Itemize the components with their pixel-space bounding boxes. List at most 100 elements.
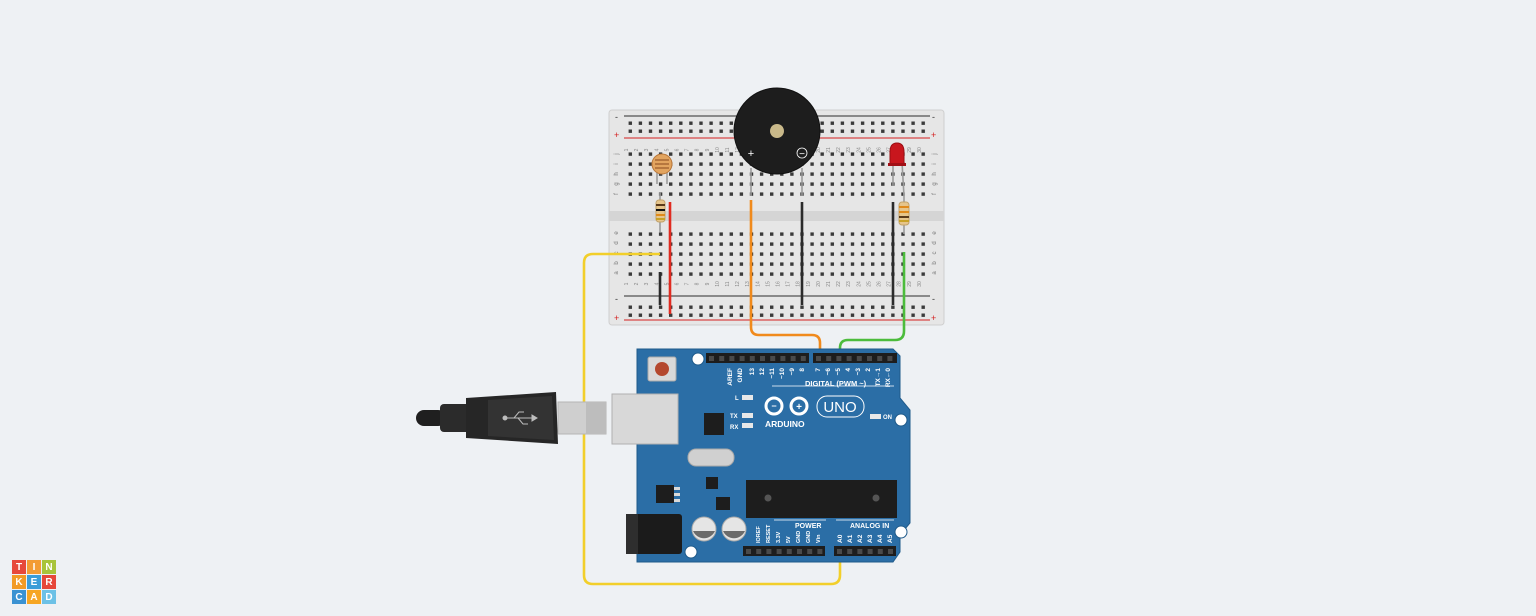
row-letter: j	[614, 153, 620, 155]
wires[interactable]	[582, 200, 906, 586]
column-number: 14	[755, 281, 761, 287]
column-number: 3	[644, 282, 650, 285]
column-number: 20	[816, 147, 822, 153]
digital-header[interactable]	[706, 353, 897, 363]
header-pin[interactable]	[836, 356, 842, 361]
column-number: 10	[715, 281, 721, 287]
header-pin[interactable]	[760, 356, 765, 361]
column-number: 8	[695, 148, 701, 151]
bottom-terminal-strip[interactable]	[624, 228, 929, 281]
row-letter: d	[614, 241, 620, 244]
header-pin[interactable]	[786, 549, 792, 554]
column-number: 11	[725, 281, 731, 286]
header-pin[interactable]	[797, 549, 802, 554]
svg-text:−: −	[771, 401, 776, 411]
header-pin[interactable]	[857, 549, 863, 554]
digital-pin-label: ~10	[779, 368, 786, 379]
column-number: 30	[917, 147, 923, 153]
header-pin[interactable]	[856, 356, 862, 361]
row-letter: e	[932, 231, 938, 235]
column-number: 27	[887, 281, 893, 287]
row-letter: j	[932, 153, 938, 155]
header-pin[interactable]	[867, 356, 872, 361]
digital-pin-label: AREF	[727, 368, 734, 386]
header-pin[interactable]	[826, 356, 832, 361]
led-l-label: L	[735, 396, 739, 402]
analog-header[interactable]	[834, 546, 896, 556]
header-pin[interactable]	[800, 356, 806, 361]
header-pin[interactable]	[877, 356, 883, 361]
header-pin[interactable]	[807, 549, 813, 554]
column-number: 22	[836, 147, 842, 153]
column-number: 23	[846, 147, 852, 153]
resistor-led[interactable]	[898, 196, 910, 234]
logo-letter: K	[12, 575, 26, 589]
column-number: 12	[735, 281, 741, 287]
logo-letter: T	[12, 560, 26, 574]
wire-orange-pin7[interactable]	[749, 200, 822, 356]
column-number: 5	[664, 282, 670, 285]
column-number: 19	[806, 281, 812, 287]
column-number: 21	[826, 281, 832, 287]
digital-pin-label: ~3	[855, 368, 862, 376]
row-letter: a	[932, 271, 938, 275]
digital-pin-label: 7	[815, 368, 822, 372]
piezo-buzzer[interactable]: + −	[733, 87, 821, 196]
red-led[interactable]	[888, 142, 906, 197]
row-letter: i	[614, 163, 620, 164]
header-pin[interactable]	[709, 356, 714, 361]
header-pin[interactable]	[746, 549, 751, 554]
header-pin[interactable]	[780, 356, 786, 361]
header-pin[interactable]	[887, 356, 893, 361]
header-pin[interactable]	[756, 549, 762, 554]
header-pin[interactable]	[729, 356, 735, 361]
logo-letter: A	[27, 590, 41, 604]
usb-b-port[interactable]	[611, 393, 679, 445]
header-pin[interactable]	[776, 549, 782, 554]
header-pin[interactable]	[816, 356, 821, 361]
wire-green-pin5[interactable]	[838, 252, 906, 356]
led-rx-label: RX	[730, 425, 738, 431]
analog-pin-label: A1	[847, 534, 854, 543]
capacitor	[721, 516, 747, 542]
logo-letter: I	[27, 560, 41, 574]
wire-yellow-a0[interactable]	[582, 252, 842, 586]
header-pin[interactable]	[837, 549, 842, 554]
reset-button[interactable]	[647, 356, 677, 382]
header-pin[interactable]	[846, 356, 852, 361]
header-pin[interactable]	[888, 549, 893, 554]
header-pin[interactable]	[739, 356, 745, 361]
header-pin[interactable]	[790, 356, 796, 361]
crystal	[687, 448, 735, 467]
usb-chip	[704, 413, 724, 435]
header-pin[interactable]	[770, 356, 776, 361]
header-pin[interactable]	[867, 549, 873, 554]
header-pin[interactable]	[817, 549, 823, 554]
dc-power-jack[interactable]	[626, 514, 682, 554]
power-header[interactable]	[743, 546, 825, 556]
bottom-power-rail[interactable]	[624, 301, 929, 317]
row-letter: e	[614, 231, 620, 235]
column-number: 30	[917, 281, 923, 287]
led-on	[870, 414, 881, 419]
column-number: 25	[866, 147, 872, 153]
header-pin[interactable]	[847, 549, 853, 554]
photoresistor[interactable]	[651, 153, 673, 184]
header-pin[interactable]	[719, 356, 725, 361]
resistor-ldr[interactable]	[655, 192, 666, 232]
analog-pin-label: A4	[877, 534, 884, 543]
column-number: 24	[856, 147, 862, 153]
usb-cable[interactable]	[416, 392, 607, 444]
buzzer-plus-label: +	[748, 148, 754, 160]
column-number: 4	[654, 148, 660, 151]
header-pin[interactable]	[749, 356, 755, 361]
row-letter: d	[932, 241, 938, 244]
capacitor	[691, 516, 717, 542]
header-pin[interactable]	[877, 549, 883, 554]
header-pin[interactable]	[766, 549, 772, 554]
